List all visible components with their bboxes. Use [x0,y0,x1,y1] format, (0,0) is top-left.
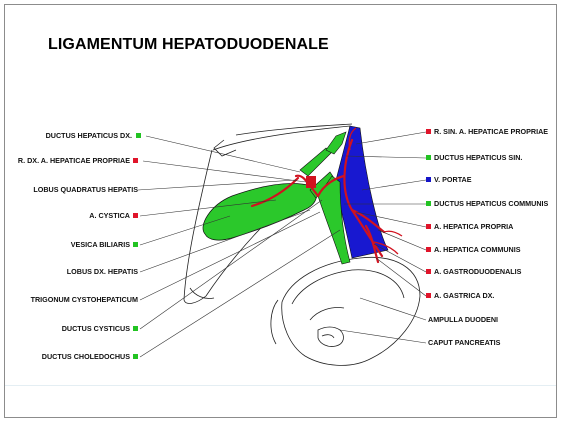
label-caput-pancreatis: CAPUT PANCREATIS [428,338,500,347]
marker-green [426,155,431,160]
marker-red [133,213,138,218]
label-r-sin-a-hepaticae-propriae: R. SIN. A. HEPATICAE PROPRIAE [434,127,548,136]
label-v-portae: V. PORTAE [434,175,472,184]
marker-red [426,129,431,134]
label-a-hepatica-communis: A. HEPATICA COMMUNIS [434,245,521,254]
label-vesica-biliaris: VESICA BILIARIS [71,240,130,249]
label-ductus-hepaticus-dx: DUCTUS HEPATICUS DX. [46,131,132,140]
label-trigonum-cystohepaticum: TRIGONUM CYSTOHEPATICUM [31,295,138,304]
label-ductus-hepaticus-sin: DUCTUS HEPATICUS SIN. [434,153,522,162]
label-ampulla-duodeni: AMPULLA DUODENI [428,315,498,324]
label-r-dx-a-hepaticae-propriae: R. DX. A. HEPATICAE PROPRIAE [18,156,130,165]
label-lobus-quadratus-hepatis: LOBUS QUADRATUS HEPATIS [33,185,138,194]
label-a-cystica: A. CYSTICA [89,211,130,220]
label-ductus-hepaticus-communis: DUCTUS HEPATICUS COMMUNIS [434,199,548,208]
marker-green [133,354,138,359]
artery-junction [306,176,316,188]
gallbladder [203,184,317,240]
marker-green [133,326,138,331]
label-a-gastrica-dx: A. GASTRICA DX. [434,291,494,300]
marker-blue [426,177,431,182]
marker-red [133,158,138,163]
marker-red [426,247,431,252]
marker-red [426,293,431,298]
label-ductus-cysticus: DUCTUS CYSTICUS [62,324,130,333]
marker-green [136,133,141,138]
label-a-gastroduodenalis: A. GASTRODUODENALIS [434,267,521,276]
marker-green [426,201,431,206]
marker-red [426,224,431,229]
label-lobus-dx-hepatis: LOBUS DX. HEPATIS [67,267,138,276]
label-ductus-choledochus: DUCTUS CHOLEDOCHUS [42,352,130,361]
marker-green [133,242,138,247]
marker-red [426,269,431,274]
duodenum-outline [271,257,420,365]
label-a-hepatica-propria: A. HEPATICA PROPRIA [434,222,513,231]
